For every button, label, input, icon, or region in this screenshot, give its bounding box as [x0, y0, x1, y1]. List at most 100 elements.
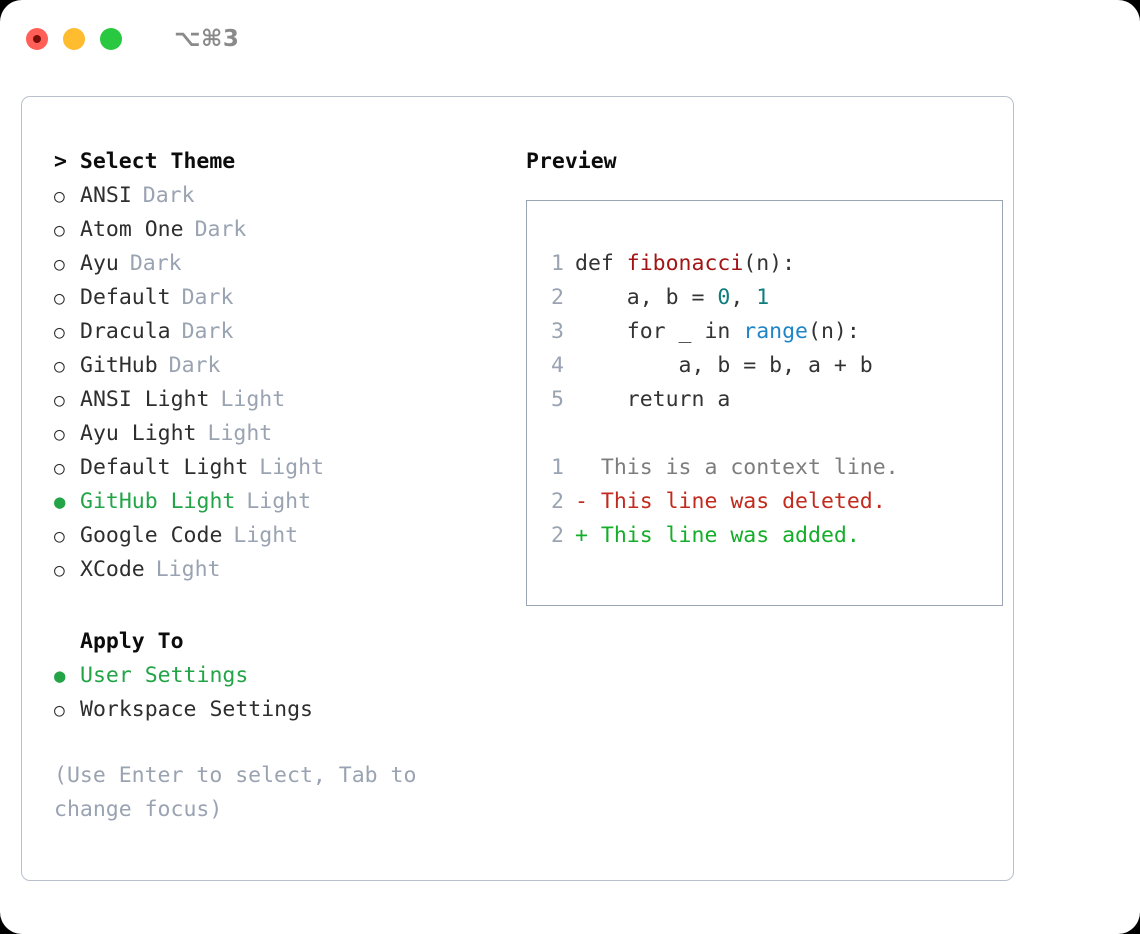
- theme-option-google-code[interactable]: ○ Google Code Light: [54, 519, 500, 553]
- code-line: 5 return a: [547, 383, 1002, 417]
- theme-option-atom-one[interactable]: ○ Atom One Dark: [54, 213, 500, 247]
- apply-to-option-label: User Settings: [80, 663, 249, 688]
- line-number: 3: [551, 319, 564, 344]
- radio-empty-icon: ○: [54, 254, 65, 275]
- theme-option-ansi-light[interactable]: ○ ANSI Light Light: [54, 383, 500, 417]
- radio-filled-icon: ●: [54, 491, 66, 513]
- line-number: 5: [551, 387, 564, 412]
- diff-marker: [575, 451, 588, 485]
- theme-option-xcode[interactable]: ○ XCode Light: [54, 553, 500, 587]
- radio-empty-icon: ○: [54, 526, 65, 547]
- zoom-button-icon[interactable]: [100, 28, 122, 50]
- code-sample: 1 def fibonacci (n): 2 a, b = 0 , 1: [547, 247, 1002, 417]
- theme-option-label: GitHub Light: [80, 489, 236, 514]
- apply-to-option-label: Workspace Settings: [80, 697, 313, 722]
- main-panel: > Select Theme ○ ANSI Dark ○ Atom One Da…: [21, 96, 1014, 881]
- radio-empty-icon: ○: [54, 220, 65, 241]
- radio-filled-icon: ●: [54, 665, 66, 687]
- radio-empty-icon: ○: [54, 700, 65, 721]
- diff-line-context: 1 This is a context line.: [547, 451, 1002, 485]
- diff-sample: 1 This is a context line. 2 - This line …: [547, 451, 1002, 553]
- radio-empty-icon: ○: [54, 560, 65, 581]
- line-number: 2: [551, 285, 564, 310]
- theme-option-label: GitHub: [80, 353, 158, 378]
- radio-empty-icon: ○: [54, 288, 65, 309]
- theme-option-list: ○ ANSI Dark ○ Atom One Dark ○ Ayu Dark: [54, 179, 500, 587]
- radio-empty-icon: ○: [54, 186, 65, 207]
- theme-option-tag: Dark: [181, 319, 234, 344]
- diff-text: This line was added.: [587, 523, 860, 548]
- line-number: 2: [551, 523, 564, 548]
- theme-option-tag: Dark: [194, 217, 247, 242]
- line-number: 2: [551, 489, 564, 514]
- radio-empty-icon: ○: [54, 322, 65, 343]
- theme-option-label: Default: [80, 285, 171, 310]
- theme-option-label: Dracula: [80, 319, 171, 344]
- theme-option-label: Ayu: [80, 251, 119, 276]
- theme-option-tag: Light: [155, 557, 221, 582]
- code-token-number: 1: [756, 285, 770, 310]
- theme-option-ayu-light[interactable]: ○ Ayu Light Light: [54, 417, 500, 451]
- theme-option-tag: Dark: [142, 183, 195, 208]
- apply-to-option-user-settings[interactable]: ● User Settings: [54, 659, 500, 693]
- theme-option-tag: Light: [246, 489, 312, 514]
- preview-box: 1 def fibonacci (n): 2 a, b = 0 , 1: [526, 200, 1003, 606]
- line-number: 1: [551, 251, 564, 276]
- keyboard-hint-text: (Use Enter to select, Tab to change focu…: [54, 763, 417, 822]
- titlebar: ⌥⌘3: [0, 0, 1140, 78]
- code-token: (n):: [743, 251, 796, 276]
- apply-to-header: Apply To: [80, 629, 184, 654]
- theme-option-label: ANSI: [80, 183, 132, 208]
- code-token: a, b =: [575, 285, 718, 310]
- code-token-number: 0: [717, 285, 731, 310]
- theme-option-github-light[interactable]: ● GitHub Light Light: [54, 485, 500, 519]
- theme-option-label: ANSI Light: [80, 387, 210, 412]
- close-button-icon[interactable]: [26, 28, 48, 50]
- code-line: 4 a, b = b, a + b: [547, 349, 1002, 383]
- radio-empty-icon: ○: [54, 390, 65, 411]
- diff-text: This is a context line.: [587, 455, 899, 480]
- diff-line-added: 2 + This line was added.: [547, 519, 1002, 553]
- apply-to-option-workspace-settings[interactable]: ○ Workspace Settings: [54, 693, 500, 727]
- keyboard-shortcut-label: ⌥⌘3: [174, 26, 240, 52]
- theme-option-label: Ayu Light: [80, 421, 197, 446]
- theme-option-tag: Dark: [168, 353, 221, 378]
- diff-marker: -: [575, 489, 588, 514]
- theme-option-tag: Dark: [129, 251, 182, 276]
- code-token: return a: [575, 387, 731, 412]
- theme-option-label: Atom One: [80, 217, 184, 242]
- select-theme-header: > Select Theme: [54, 149, 236, 174]
- theme-option-label: XCode: [80, 557, 145, 582]
- preview-column: Preview 1 def fibonacci (n): 2 a, b =: [500, 145, 1013, 880]
- code-line: 3 for _ in range (n):: [547, 315, 1002, 349]
- theme-option-ansi[interactable]: ○ ANSI Dark: [54, 179, 500, 213]
- minimize-button-icon[interactable]: [63, 28, 85, 50]
- theme-option-ayu[interactable]: ○ Ayu Dark: [54, 247, 500, 281]
- code-token: (n):: [808, 319, 860, 344]
- window-controls: [26, 28, 122, 50]
- theme-option-github-dark[interactable]: ○ GitHub Dark: [54, 349, 500, 383]
- line-number: 4: [551, 353, 564, 378]
- theme-option-tag: Light: [233, 523, 299, 548]
- theme-option-label: Default Light: [80, 455, 249, 480]
- line-number: 1: [551, 455, 564, 480]
- theme-option-tag: Light: [207, 421, 273, 446]
- theme-option-tag: Dark: [181, 285, 234, 310]
- diff-line-deleted: 2 - This line was deleted.: [547, 485, 1002, 519]
- section-divider: [54, 587, 500, 625]
- theme-option-default-light[interactable]: ○ Default Light Light: [54, 451, 500, 485]
- code-token: for _ in: [575, 319, 744, 344]
- code-token-builtin: range: [743, 319, 809, 344]
- code-blank-line: [547, 417, 1002, 451]
- preview-header: Preview: [526, 149, 617, 174]
- radio-empty-icon: ○: [54, 424, 65, 445]
- theme-option-default[interactable]: ○ Default Dark: [54, 281, 500, 315]
- diff-text: This line was deleted.: [587, 489, 886, 514]
- theme-option-tag: Light: [220, 387, 286, 412]
- code-token-function: fibonacci: [626, 251, 744, 276]
- theme-option-tag: Light: [259, 455, 325, 480]
- code-line: 2 a, b = 0 , 1: [547, 281, 1002, 315]
- theme-option-dracula[interactable]: ○ Dracula Dark: [54, 315, 500, 349]
- close-dot-icon: [33, 35, 41, 43]
